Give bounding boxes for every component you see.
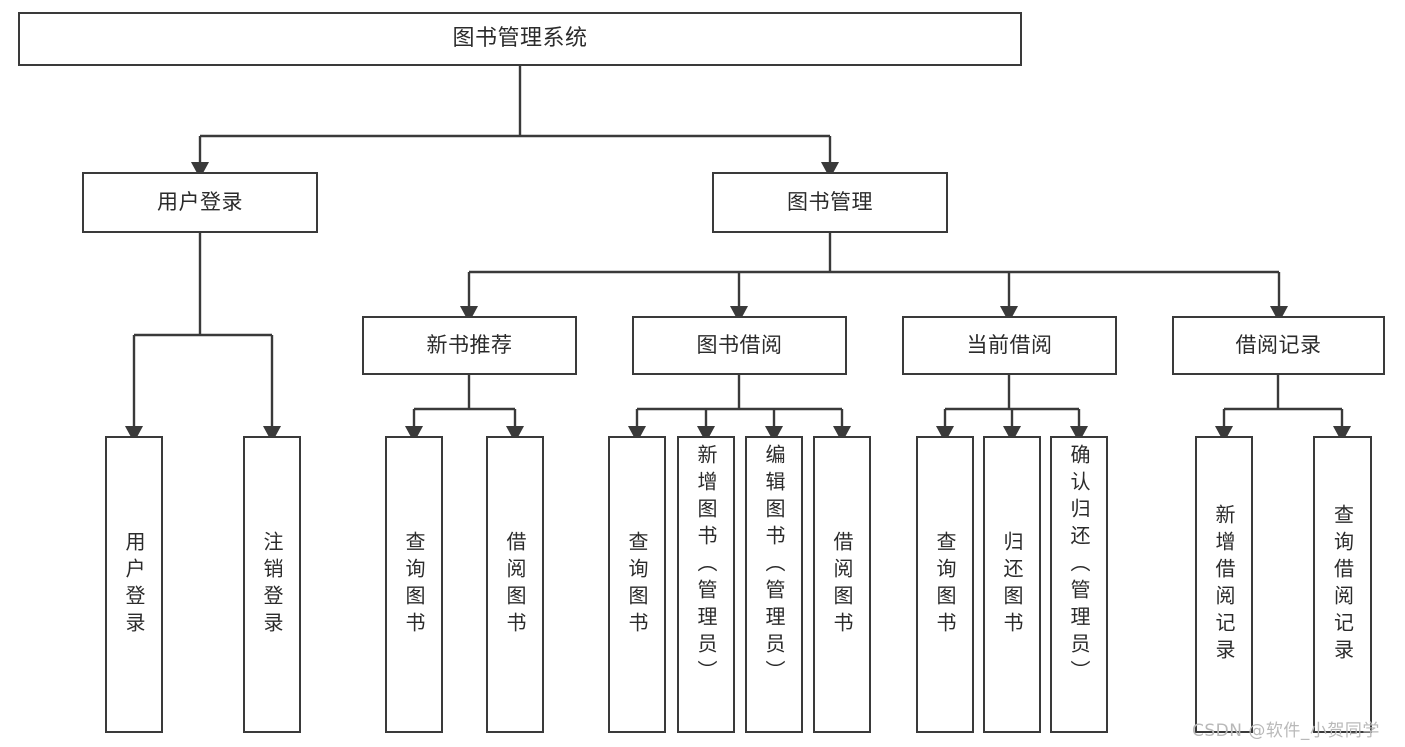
- node-leaf-edit-book-label: 编辑图书（管理员）: [762, 444, 786, 687]
- node-leaf-query-book-3-label: 查询图书: [933, 530, 957, 639]
- node-leaf-borrow-book-2[interactable]: 借阅图书: [813, 436, 871, 733]
- node-leaf-user-logout[interactable]: 注销登录: [243, 436, 301, 733]
- node-leaf-confirm-return-label: 确认归还（管理员）: [1067, 444, 1091, 687]
- node-leaf-add-record[interactable]: 新增借阅记录: [1195, 436, 1253, 733]
- node-current-borrow-label: 当前借阅: [966, 332, 1053, 357]
- node-leaf-query-book-2[interactable]: 查询图书: [608, 436, 666, 733]
- node-leaf-user-login-label: 用户登录: [122, 530, 146, 639]
- node-leaf-query-book-2-label: 查询图书: [625, 530, 649, 639]
- node-user-login[interactable]: 用户登录: [82, 172, 318, 233]
- watermark: CSDN @软件_小贺同学: [1192, 721, 1380, 741]
- node-leaf-user-login[interactable]: 用户登录: [105, 436, 163, 733]
- node-leaf-add-book-label: 新增图书（管理员）: [694, 444, 718, 687]
- node-book-manage[interactable]: 图书管理: [712, 172, 948, 233]
- node-leaf-query-record-label: 查询借阅记录: [1330, 503, 1355, 666]
- node-leaf-add-book[interactable]: 新增图书（管理员）: [677, 436, 735, 733]
- node-root[interactable]: 图书管理系统: [18, 12, 1022, 66]
- node-leaf-user-logout-label: 注销登录: [260, 530, 284, 639]
- node-leaf-borrow-book-2-label: 借阅图书: [830, 530, 854, 639]
- node-leaf-query-book-1-label: 查询图书: [402, 530, 426, 639]
- node-leaf-query-book-1[interactable]: 查询图书: [385, 436, 443, 733]
- node-borrow-record[interactable]: 借阅记录: [1172, 316, 1385, 375]
- node-new-book-recommend-label: 新书推荐: [426, 332, 513, 357]
- node-leaf-return-book-label: 归还图书: [1000, 530, 1024, 639]
- node-book-borrow[interactable]: 图书借阅: [632, 316, 847, 375]
- node-leaf-add-record-label: 新增借阅记录: [1212, 503, 1236, 666]
- node-leaf-confirm-return[interactable]: 确认归还（管理员）: [1050, 436, 1108, 733]
- node-leaf-query-book-3[interactable]: 查询图书: [916, 436, 974, 733]
- node-leaf-return-book[interactable]: 归还图书: [983, 436, 1041, 733]
- node-leaf-query-record[interactable]: 查询借阅记录: [1313, 436, 1372, 733]
- node-borrow-record-label: 借阅记录: [1235, 332, 1322, 357]
- node-leaf-borrow-book-1-label: 借阅图书: [503, 530, 527, 639]
- node-user-login-label: 用户登录: [157, 189, 243, 214]
- node-book-borrow-label: 图书借阅: [696, 332, 783, 357]
- node-leaf-borrow-book-1[interactable]: 借阅图书: [486, 436, 544, 733]
- node-root-label: 图书管理系统: [452, 25, 588, 51]
- node-book-manage-label: 图书管理: [787, 189, 873, 214]
- node-new-book-recommend[interactable]: 新书推荐: [362, 316, 577, 375]
- node-leaf-edit-book[interactable]: 编辑图书（管理员）: [745, 436, 803, 733]
- node-current-borrow[interactable]: 当前借阅: [902, 316, 1117, 375]
